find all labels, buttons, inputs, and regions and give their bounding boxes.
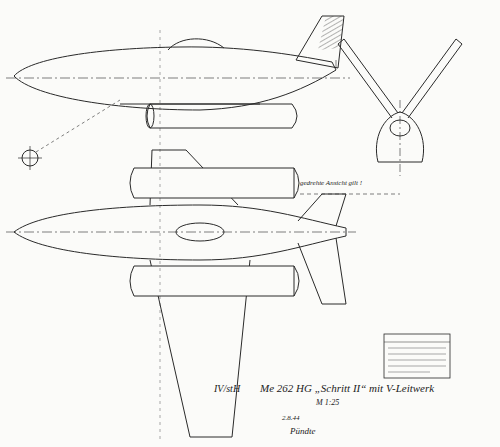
projection-line: [160, 30, 161, 440]
nacelle-top: [130, 168, 299, 198]
centre-line: [6, 78, 350, 79]
view-note: gedrehte Ansicht gilt !: [300, 180, 362, 188]
drawing-title: Me 262 HG „Schritt II“ mit V-Leitwerk: [260, 382, 434, 394]
stamp-box: [384, 334, 450, 378]
projection-line: [36, 100, 120, 152]
fuselage-side: [14, 47, 336, 110]
projection-line: [336, 60, 337, 68]
side-view: [6, 16, 350, 170]
nacelle-joint: [294, 168, 295, 198]
v-tail-front: [338, 39, 398, 118]
top-view: [6, 30, 356, 440]
intake-side: [146, 104, 154, 128]
v-tail-bottom: [298, 238, 346, 304]
date-note: 2.8.44: [282, 415, 300, 423]
wing-side: [120, 104, 260, 105]
nacelle-side: [147, 104, 297, 128]
drawing-office: IV/stH: [214, 383, 240, 394]
tail-side: [296, 16, 344, 68]
nacelle-joint: [294, 266, 295, 296]
centre-line: [6, 232, 356, 233]
reference-cross: [30, 146, 31, 170]
tail-hatching: [318, 16, 344, 50]
v-tail-front: [402, 39, 462, 118]
scale-note: M 1:25: [316, 399, 339, 408]
v-tail-top: [298, 194, 346, 226]
dimension-line: [300, 194, 400, 195]
centre-line: [400, 100, 401, 176]
fuselage-top: [14, 205, 346, 260]
signature: Pündte: [290, 427, 316, 437]
front-view: [300, 39, 462, 194]
canopy-side: [168, 39, 224, 50]
nacelle-bottom: [130, 266, 299, 296]
